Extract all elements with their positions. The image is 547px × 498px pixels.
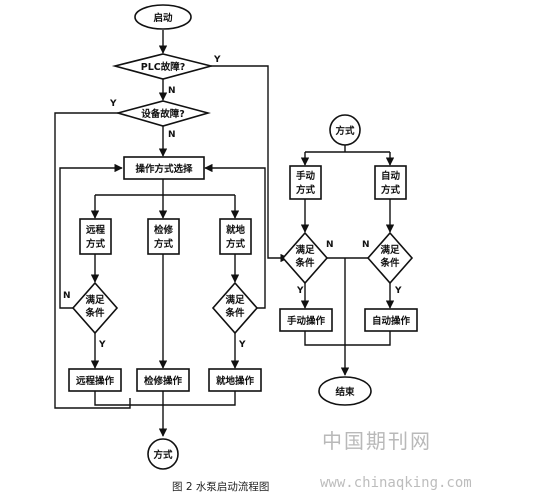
edge-cond-mid-no [204, 163, 266, 309]
remote-mode-box: 远程 方式 [79, 218, 112, 255]
cond-right-a-decision: 满足 条件 [281, 231, 329, 285]
edge-device-yes [54, 112, 131, 409]
local-mode-box: 就地 方式 [219, 218, 252, 255]
auto-mode-line1: 自动 [381, 170, 401, 182]
cond-mid-line2: 条件 [224, 307, 245, 319]
figure-caption: 图 2 水泵启动流程图 [172, 480, 269, 493]
plc-no-label: N [168, 86, 176, 96]
edge-ops-merge [94, 391, 236, 406]
cond-ra-yes-label: Y [296, 286, 304, 296]
cond-left-line1: 满足 [85, 294, 105, 306]
manual-mode-line1: 手动 [296, 170, 316, 182]
cond-right-b-decision: 满足 条件 [366, 231, 414, 285]
edge-right-ops-merge [304, 331, 391, 346]
local-op-box: 就地操作 [208, 368, 262, 392]
repair-mode-box: 检修 方式 [147, 218, 180, 255]
device-fault-decision: 设备故障? [115, 100, 211, 127]
mode-bottom-label: 方式 [153, 449, 173, 461]
remote-op-box: 远程操作 [68, 368, 122, 392]
manual-op-label: 手动操作 [287, 315, 326, 327]
start-node: 启动 [134, 4, 192, 30]
manual-op-box: 手动操作 [279, 308, 333, 332]
mode-right-node: 方式 [329, 114, 361, 146]
repair-mode-line1: 检修 [154, 224, 174, 236]
auto-mode-line2: 方式 [381, 184, 401, 196]
local-op-label: 就地操作 [216, 375, 255, 387]
cond-left-no-label: N [63, 291, 71, 301]
edge-plc-yes [211, 65, 289, 263]
mode-select-box: 操作方式选择 [123, 156, 205, 180]
edge-labels: Y N Y N N Y Y N Y N Y [63, 55, 402, 350]
remote-mode-line1: 远程 [86, 224, 106, 236]
connectors [54, 30, 395, 437]
manual-mode-line2: 方式 [296, 184, 316, 196]
plc-yes-label: Y [213, 55, 221, 65]
cond-rb-yes-label: Y [394, 286, 402, 296]
cond-mid-decision: 满足 条件 [211, 281, 259, 335]
cond-rb-no-label: N [362, 240, 370, 250]
plc-fault-decision: PLC故障? [111, 53, 215, 80]
auto-mode-box: 自动 方式 [374, 165, 407, 200]
local-mode-line2: 方式 [226, 238, 246, 250]
end-node: 结束 [318, 376, 372, 406]
repair-mode-line2: 方式 [154, 238, 174, 250]
edge-cond-left-no [59, 163, 123, 309]
cond-mid-yes-label: Y [238, 340, 246, 350]
auto-op-label: 自动操作 [372, 315, 411, 327]
cond-right-b-line2: 条件 [379, 257, 400, 269]
cond-left-line2: 条件 [84, 307, 105, 319]
cond-left-decision: 满足 条件 [71, 281, 119, 335]
watermark-cn: 中国期刊网 [322, 429, 432, 453]
mode-right-label: 方式 [335, 125, 355, 137]
repair-op-label: 检修操作 [144, 375, 183, 387]
manual-mode-box: 手动 方式 [289, 165, 322, 200]
device-no-label: N [168, 130, 176, 140]
cond-right-a-line2: 条件 [294, 257, 315, 269]
cond-ra-no-label: N [326, 240, 334, 250]
device-yes-label: Y [109, 99, 117, 109]
cond-left-yes-label: Y [98, 340, 106, 350]
watermark-url: www.chinaqking.com [320, 475, 472, 491]
local-mode-line1: 就地 [226, 224, 246, 236]
mode-bottom-node: 方式 [147, 438, 179, 470]
plc-fault-label: PLC故障? [141, 61, 186, 73]
auto-op-box: 自动操作 [364, 308, 418, 332]
remote-mode-line2: 方式 [86, 238, 106, 250]
device-fault-label: 设备故障? [141, 108, 185, 120]
start-label: 启动 [153, 12, 173, 24]
cond-right-b-line1: 满足 [380, 244, 400, 256]
cond-mid-line1: 满足 [225, 294, 245, 306]
mode-select-label: 操作方式选择 [135, 163, 193, 175]
end-label: 结束 [334, 386, 355, 398]
repair-op-box: 检修操作 [136, 368, 190, 392]
remote-op-label: 远程操作 [76, 375, 115, 387]
cond-right-a-line1: 满足 [295, 244, 315, 256]
